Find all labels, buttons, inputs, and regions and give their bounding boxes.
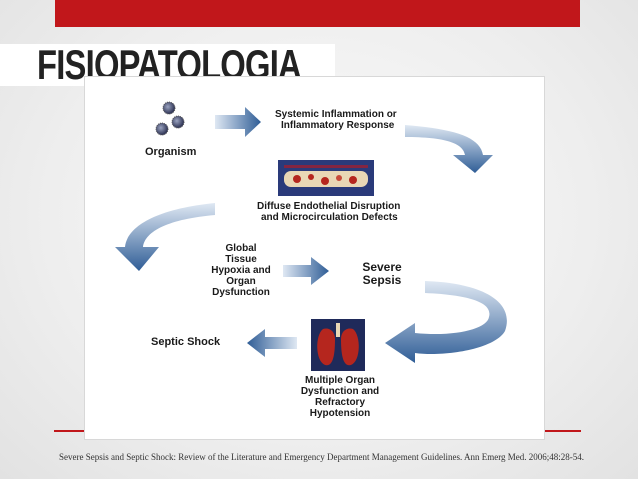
node-sirs-line1: Systemic Inflammation or (275, 109, 397, 120)
node-endothelial-line2: and Microcirculation Defects (261, 212, 398, 223)
node-septic-shock: Septic Shock (151, 336, 221, 348)
node-severe-sepsis-line2: Sepsis (362, 273, 402, 287)
lungs-icon (311, 319, 365, 371)
arrow-mods-to-septic-shock (247, 329, 297, 357)
diagram-graphics (115, 101, 507, 371)
node-sirs-line2: Inflammatory Response (281, 120, 395, 131)
node-mods-line2: Dysfunction and (300, 386, 380, 397)
citation-footnote: Severe Sepsis and Septic Shock: Review o… (59, 452, 585, 462)
node-mods-line1: Multiple Organ (305, 375, 375, 386)
endothelium-vessel-icon (278, 160, 374, 196)
node-mods-line4: Hypotension (309, 408, 371, 419)
curve-arrow-endothelial-to-hypoxia (115, 203, 215, 271)
node-endothelial-line1: Diffuse Endothelial Disruption (257, 201, 401, 212)
node-severe-sepsis-line1: Severe (362, 260, 402, 274)
top-accent-bar (55, 0, 580, 27)
footer-rule-left (54, 430, 84, 432)
arrow-organism-to-sirs (215, 107, 261, 137)
footer-rule-right (545, 430, 581, 432)
curve-arrow-severe-sepsis-to-mods (385, 281, 507, 363)
node-mods-line3: Refractory (314, 397, 366, 408)
node-hypoxia-line3: Hypoxia and (211, 265, 271, 276)
node-hypoxia-line5: Dysfunction (212, 287, 270, 298)
arrow-hypoxia-to-severe-sepsis (283, 257, 329, 285)
node-organism: Organism (145, 146, 197, 158)
node-hypoxia-line1: Global (225, 243, 257, 254)
organism-germs-icon (155, 101, 185, 136)
node-hypoxia-line2: Tissue (225, 254, 257, 265)
curve-arrow-sirs-to-endothelial (405, 125, 493, 173)
sepsis-pathophysiology-diagram: Organism Systemic Inflammation or Inflam… (84, 76, 545, 440)
node-hypoxia-line4: Organ (226, 276, 256, 287)
